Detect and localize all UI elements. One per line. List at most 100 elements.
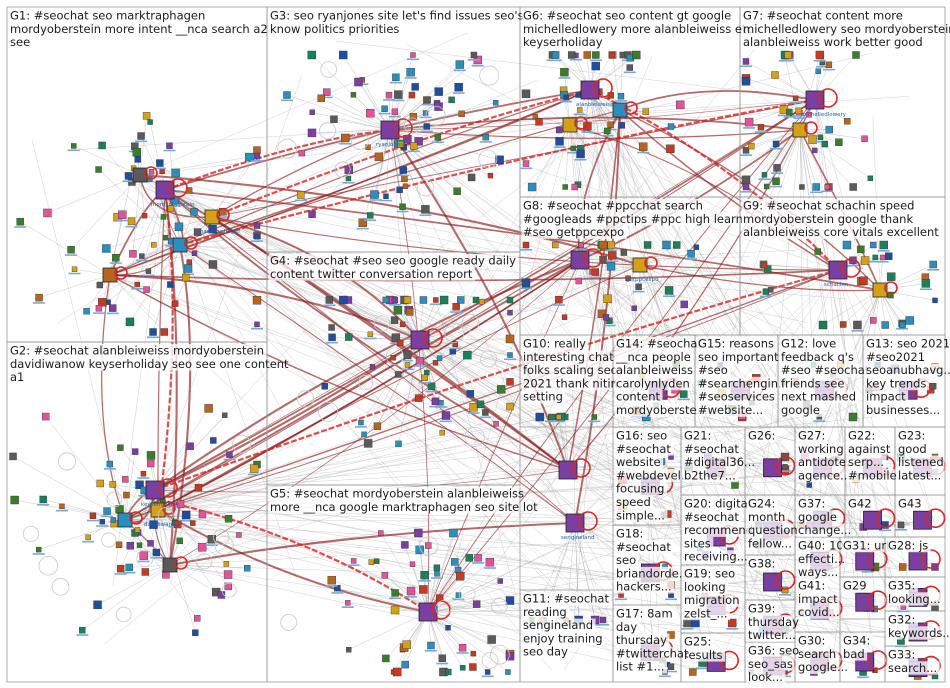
node-avatar[interactable] [123, 491, 130, 499]
node-avatar[interactable] [689, 668, 697, 676]
node-avatar[interactable] [409, 561, 416, 567]
node-avatar[interactable] [374, 558, 380, 564]
node-hub[interactable] [828, 260, 848, 280]
node-hub[interactable] [117, 512, 133, 528]
node-avatar[interactable] [393, 667, 402, 677]
node-avatar[interactable] [814, 248, 821, 255]
node-avatar[interactable] [390, 605, 400, 615]
node-avatar[interactable] [441, 411, 451, 420]
node-avatar[interactable] [439, 295, 449, 305]
node-avatar[interactable] [591, 268, 599, 276]
node-avatar[interactable] [921, 279, 931, 288]
node-avatar[interactable] [482, 133, 489, 141]
node-avatar[interactable] [373, 422, 382, 430]
node-avatar[interactable] [522, 241, 530, 249]
node-avatar[interactable] [599, 616, 607, 624]
node-avatar[interactable] [346, 647, 352, 653]
node-avatar[interactable] [899, 321, 906, 329]
node-avatar[interactable] [358, 419, 364, 426]
node-avatar[interactable] [365, 144, 371, 150]
node-avatar[interactable] [929, 260, 937, 269]
node-avatar[interactable] [432, 360, 439, 366]
node-avatar[interactable] [345, 333, 353, 341]
node-avatar[interactable] [861, 135, 868, 143]
node-avatar[interactable] [252, 296, 262, 305]
node-avatar[interactable] [576, 149, 585, 159]
node-avatar[interactable] [607, 241, 616, 249]
node-avatar[interactable] [149, 520, 158, 529]
node-avatar[interactable] [139, 253, 145, 259]
node-avatar[interactable] [132, 148, 142, 157]
node-avatar[interactable] [186, 259, 192, 265]
node-avatar[interactable] [95, 166, 102, 173]
node-avatar[interactable] [99, 519, 105, 525]
node-avatar[interactable] [844, 118, 851, 125]
node-avatar[interactable] [137, 132, 145, 140]
node-avatar[interactable] [860, 256, 870, 265]
node-avatar[interactable] [815, 68, 821, 74]
node-avatar[interactable] [151, 242, 157, 248]
node-avatar[interactable] [434, 570, 440, 577]
node-avatar[interactable] [167, 281, 174, 288]
node-avatar[interactable] [741, 77, 751, 86]
node-avatar[interactable] [578, 242, 584, 248]
node-avatar[interactable] [181, 273, 190, 282]
node-avatar[interactable] [771, 71, 779, 79]
node-hub[interactable] [558, 460, 578, 480]
node-avatar[interactable] [879, 254, 886, 261]
node-avatar[interactable] [929, 383, 937, 390]
node-hub[interactable] [632, 257, 648, 273]
node-avatar[interactable] [183, 264, 193, 273]
node-hub[interactable] [612, 102, 628, 118]
node-avatar[interactable] [345, 600, 351, 606]
node-avatar[interactable] [394, 371, 402, 378]
node-avatar[interactable] [664, 286, 674, 295]
node-avatar[interactable] [402, 183, 409, 189]
node-avatar[interactable] [870, 317, 877, 324]
node-avatar[interactable] [174, 222, 184, 232]
node-avatar[interactable] [191, 250, 198, 256]
node-avatar[interactable] [226, 451, 233, 458]
node-avatar[interactable] [390, 316, 399, 324]
node-avatar[interactable] [853, 320, 862, 330]
node-avatar[interactable] [507, 352, 513, 358]
node-avatar[interactable] [390, 355, 396, 361]
node-avatar[interactable] [176, 537, 183, 545]
node-avatar[interactable] [436, 355, 443, 361]
node-avatar[interactable] [742, 183, 750, 191]
node-hub[interactable] [913, 510, 932, 530]
node-hub[interactable] [792, 122, 808, 138]
node-avatar[interactable] [414, 528, 423, 538]
node-hub[interactable] [410, 330, 430, 350]
node-avatar[interactable] [551, 51, 560, 59]
node-avatar[interactable] [452, 341, 459, 348]
node-avatar[interactable] [825, 61, 833, 69]
node-avatar[interactable] [98, 141, 106, 150]
node-avatar[interactable] [505, 652, 515, 661]
node-avatar[interactable] [423, 123, 430, 130]
node-avatar[interactable] [556, 414, 562, 420]
node-avatar[interactable] [591, 61, 600, 71]
node-avatar[interactable] [194, 615, 201, 622]
node-avatar[interactable] [453, 187, 461, 195]
node-avatar[interactable] [409, 113, 418, 121]
node-avatar[interactable] [535, 118, 543, 126]
node-avatar[interactable] [339, 295, 348, 305]
node-avatar[interactable] [131, 448, 139, 455]
node-avatar[interactable] [363, 439, 373, 448]
node-avatar[interactable] [354, 77, 363, 87]
node-avatar[interactable] [208, 260, 218, 269]
node-avatar[interactable] [147, 119, 153, 125]
node-avatar[interactable] [818, 320, 828, 330]
node-avatar[interactable] [673, 241, 681, 249]
node-avatar[interactable] [422, 110, 429, 116]
node-avatar[interactable] [626, 64, 634, 71]
node-avatar[interactable] [416, 356, 424, 365]
node-avatar[interactable] [693, 244, 700, 250]
node-avatar[interactable] [126, 542, 134, 550]
node-hub[interactable] [763, 572, 782, 592]
node-avatar[interactable] [321, 383, 328, 390]
node-avatar[interactable] [134, 527, 141, 533]
node-avatar[interactable] [142, 112, 151, 120]
node-avatar[interactable] [109, 304, 117, 312]
